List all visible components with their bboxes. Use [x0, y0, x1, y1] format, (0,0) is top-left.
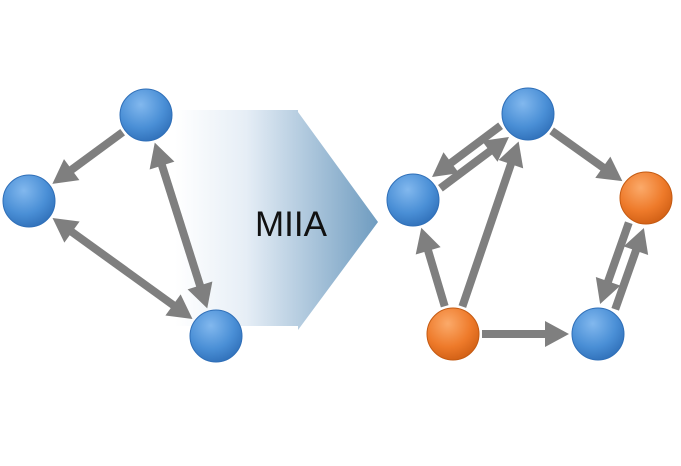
node-f-orange	[619, 171, 673, 225]
node-g-blue	[571, 307, 625, 361]
edge-b-c-head-end	[165, 294, 193, 320]
edge-a-b	[52, 128, 126, 184]
edge-e-f-line	[549, 127, 609, 173]
edge-a-c-line	[156, 160, 206, 291]
node-d-blue	[386, 173, 440, 227]
edge-a-c-head-end	[187, 281, 213, 309]
edge-h-d-line	[423, 245, 449, 308]
node-a-blue	[119, 88, 173, 142]
nodes-layer	[2, 87, 673, 363]
edge-h-e	[458, 141, 524, 308]
edge-d-e-lane-b	[432, 122, 503, 178]
edge-a-c-head-start	[149, 142, 175, 170]
edge-h-e-head-end	[498, 141, 524, 169]
edge-h-d-head-end	[415, 227, 441, 255]
edge-a-c	[149, 142, 213, 309]
edge-d-e-lane-a	[438, 136, 509, 192]
edge-e-f	[549, 127, 623, 182]
edge-d-e-lane-a-head-end	[481, 136, 509, 162]
edge-d-e-lane-b-head-end	[432, 152, 460, 178]
edge-a-b-head-end	[52, 159, 80, 184]
node-h-orange	[426, 307, 480, 361]
edge-f-g-lane-b-head-end	[623, 228, 649, 255]
edge-f-g-lane-b-line	[611, 245, 642, 311]
edges-layer	[52, 122, 649, 347]
edge-h-d	[415, 227, 449, 308]
edge-f-g-lane-a-head-end	[595, 277, 621, 304]
edge-f-g-lane-a	[595, 221, 633, 304]
node-c-blue	[189, 309, 243, 363]
edge-f-g-lane-a-line	[602, 221, 633, 287]
edge-d-e-lane-a-line	[438, 145, 496, 192]
transform-label: MIIA	[255, 205, 328, 244]
edge-a-b-line	[66, 128, 126, 176]
transform-arrow	[175, 110, 378, 330]
edge-h-g-head-end	[545, 321, 569, 347]
edge-d-e-lane-b-line	[445, 122, 503, 169]
edge-e-f-head-end	[595, 156, 623, 182]
edge-h-e-line	[458, 159, 516, 308]
edge-b-c-head-start	[52, 217, 80, 243]
node-e-blue	[501, 87, 555, 141]
edge-b-c	[52, 217, 193, 320]
edge-f-g-lane-b	[611, 228, 649, 311]
edge-b-c-line	[66, 226, 179, 311]
edge-h-g	[482, 321, 569, 347]
node-b-blue	[2, 174, 56, 228]
